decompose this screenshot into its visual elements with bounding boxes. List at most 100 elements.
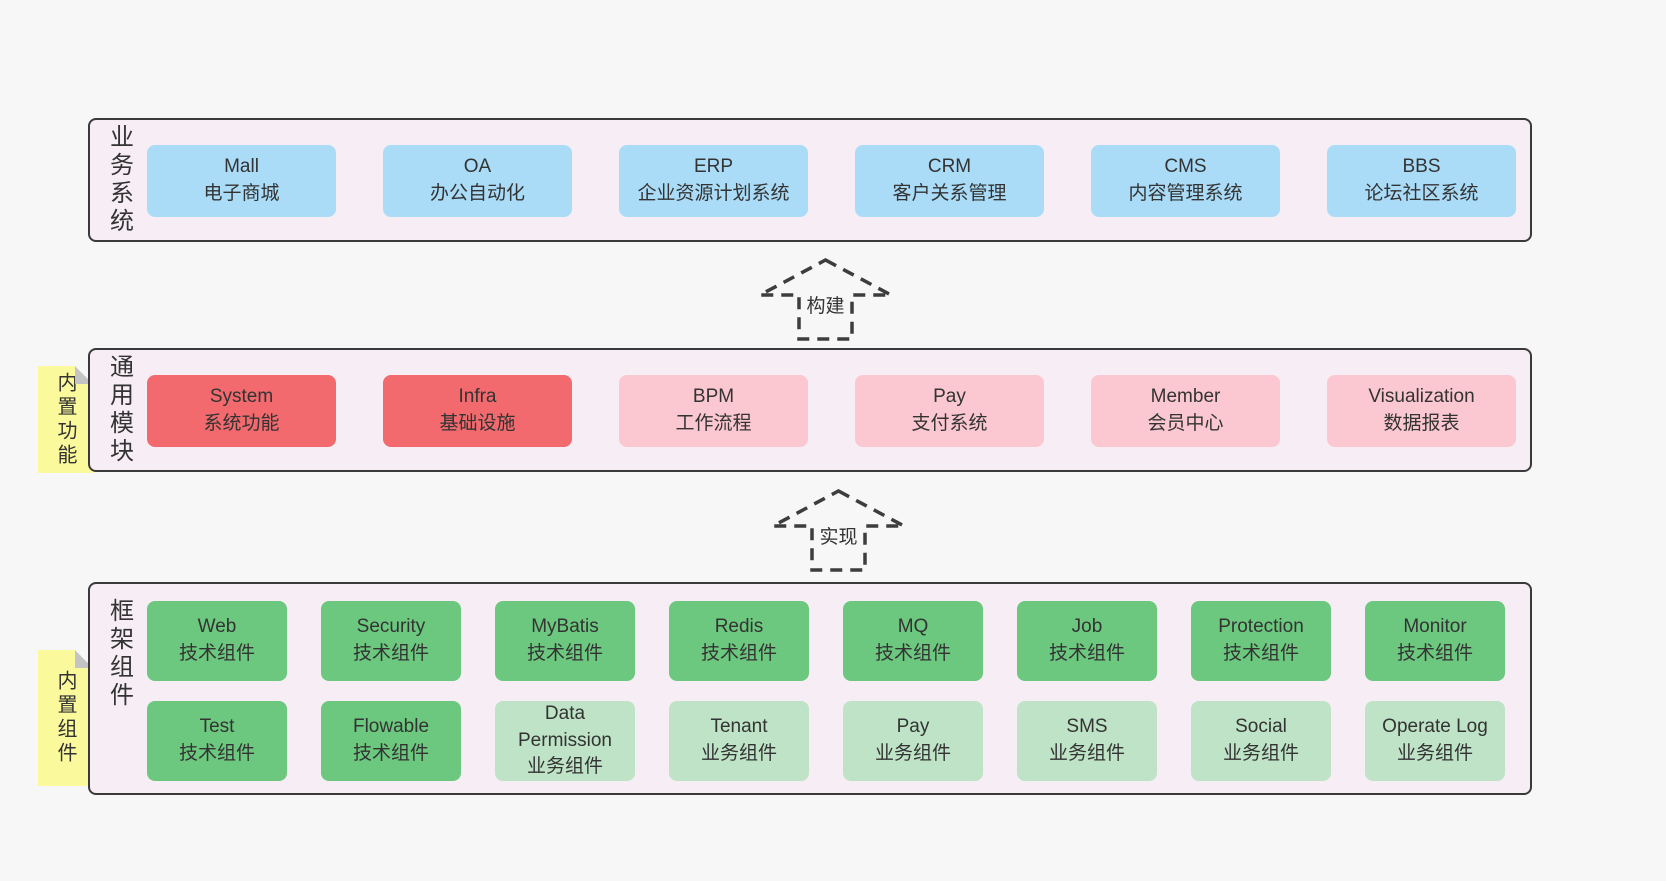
sticky-note-label: 内置组件 (54, 670, 76, 766)
box-subtitle: 技术组件 (1048, 643, 1125, 664)
box-subtitle: 办公自动化 (429, 183, 525, 204)
box-visualization: Visualization 数据报表 (1327, 375, 1516, 447)
box-title: System (209, 386, 274, 408)
band-common-modules: 通用模块 System 系统功能 Infra 基础设施 BPM 工作流程 Pay… (88, 348, 1532, 472)
box-data-permission: Data Permission 业务组件 (495, 701, 635, 781)
box-title: BBS (1402, 156, 1441, 178)
box-subtitle: 业务组件 (700, 743, 777, 764)
sticky-note-builtin-components: 内置组件 (38, 650, 93, 786)
box-title: Tenant (710, 716, 768, 738)
box-title: Infra (458, 386, 497, 408)
box-title: CMS (1164, 156, 1207, 178)
box-flowable: Flowable 技术组件 (321, 701, 461, 781)
box-title: Monitor (1403, 616, 1467, 638)
box-infra: Infra 基础设施 (383, 375, 572, 447)
box-subtitle: 技术组件 (874, 643, 951, 664)
box-web: Web 技术组件 (147, 601, 287, 681)
arrow-build-label: 构建 (803, 291, 848, 318)
box-title: Mall (224, 156, 259, 178)
box-title: Security (356, 616, 426, 638)
box-subtitle: 内容管理系统 (1128, 183, 1243, 204)
box-pay-module: Pay 支付系统 (855, 375, 1044, 447)
box-monitor: Monitor 技术组件 (1365, 601, 1505, 681)
arrow-implement-label: 实现 (816, 522, 861, 549)
box-crm: CRM 客户关系管理 (855, 145, 1044, 217)
framework-components-row-2: Test 技术组件 Flowable 技术组件 Data Permission … (147, 701, 1505, 781)
box-title: Operate Log (1382, 716, 1488, 738)
box-subtitle: 企业资源计划系统 (637, 183, 790, 204)
box-title: OA (463, 156, 492, 178)
box-subtitle: 会员中心 (1147, 413, 1224, 434)
box-sms: SMS 业务组件 (1017, 701, 1157, 781)
box-social: Social 业务组件 (1191, 701, 1331, 781)
box-subtitle: 电子商城 (203, 183, 280, 204)
box-security: Security 技术组件 (321, 601, 461, 681)
box-subtitle: 业务组件 (1048, 743, 1125, 764)
framework-components-row-1: Web 技术组件 Security 技术组件 MyBatis 技术组件 Redi… (147, 601, 1505, 681)
box-mall: Mall 电子商城 (147, 145, 336, 217)
common-modules-row: System 系统功能 Infra 基础设施 BPM 工作流程 Pay 支付系统… (147, 375, 1516, 447)
box-job: Job 技术组件 (1017, 601, 1157, 681)
up-block-arrow-icon (772, 489, 905, 572)
box-bpm: BPM 工作流程 (619, 375, 808, 447)
box-subtitle: 技术组件 (178, 743, 255, 764)
band-framework-components: 框架组件 Web 技术组件 Security 技术组件 MyBatis 技术组件… (88, 582, 1532, 795)
box-title: CRM (927, 156, 972, 178)
box-subtitle: 技术组件 (352, 743, 429, 764)
box-redis: Redis 技术组件 (669, 601, 809, 681)
box-title: Pay (933, 386, 966, 408)
sticky-note-builtin-features: 内置功能 (38, 366, 93, 473)
band-label-business-systems: 业务系统 (105, 124, 133, 236)
box-test: Test 技术组件 (147, 701, 287, 781)
business-systems-row: Mall 电子商城 OA 办公自动化 ERP 企业资源计划系统 CRM 客户关系… (147, 145, 1516, 217)
box-title: Social (1235, 716, 1287, 738)
box-subtitle: 业务组件 (1222, 743, 1299, 764)
box-subtitle: 技术组件 (526, 643, 603, 664)
box-title: Data Permission (518, 702, 612, 751)
box-subtitle: 工作流程 (675, 413, 752, 434)
box-subtitle: 业务组件 (1396, 743, 1473, 764)
sticky-note-label: 内置功能 (54, 371, 76, 468)
box-subtitle: 支付系统 (911, 413, 988, 434)
box-tenant: Tenant 业务组件 (669, 701, 809, 781)
box-operate-log: Operate Log 业务组件 (1365, 701, 1505, 781)
box-title: Pay (896, 716, 930, 738)
box-title: Job (1071, 616, 1103, 638)
box-oa: OA 办公自动化 (383, 145, 572, 217)
box-subtitle: 论坛社区系统 (1364, 183, 1479, 204)
box-title: Visualization (1368, 386, 1475, 408)
arrow-build: 构建 (757, 257, 894, 342)
box-subtitle: 数据报表 (1383, 413, 1460, 434)
box-subtitle: 技术组件 (178, 643, 255, 664)
box-mybatis: MyBatis 技术组件 (495, 601, 635, 681)
box-erp: ERP 企业资源计划系统 (619, 145, 808, 217)
box-protection: Protection 技术组件 (1191, 601, 1331, 681)
box-member: Member 会员中心 (1091, 375, 1280, 447)
box-title: MyBatis (531, 616, 599, 638)
box-cms: CMS 内容管理系统 (1091, 145, 1280, 217)
box-title: Redis (714, 616, 764, 638)
box-subtitle: 业务组件 (526, 756, 603, 778)
box-subtitle: 系统功能 (203, 413, 280, 434)
box-title: Protection (1218, 616, 1304, 638)
band-business-systems: 业务系统 Mall 电子商城 OA 办公自动化 ERP 企业资源计划系统 CRM… (88, 118, 1532, 242)
box-subtitle: 技术组件 (352, 643, 429, 664)
up-block-arrow-icon (759, 258, 892, 341)
box-title: Web (197, 616, 237, 638)
arrow-implement: 实现 (770, 488, 907, 573)
box-title: Test (199, 716, 235, 738)
box-subtitle: 技术组件 (700, 643, 777, 664)
box-subtitle: 业务组件 (874, 743, 951, 764)
box-bbs: BBS 论坛社区系统 (1327, 145, 1516, 217)
box-subtitle: 技术组件 (1396, 643, 1473, 664)
box-subtitle: 基础设施 (439, 413, 516, 434)
band-label-common-modules: 通用模块 (105, 354, 133, 466)
band-label-framework-components: 框架组件 (105, 598, 133, 710)
box-title: ERP (693, 156, 734, 178)
box-subtitle: 客户关系管理 (892, 183, 1007, 204)
box-title: MQ (897, 616, 929, 638)
box-title: BPM (692, 386, 735, 408)
box-system: System 系统功能 (147, 375, 336, 447)
box-title: Member (1150, 386, 1221, 408)
